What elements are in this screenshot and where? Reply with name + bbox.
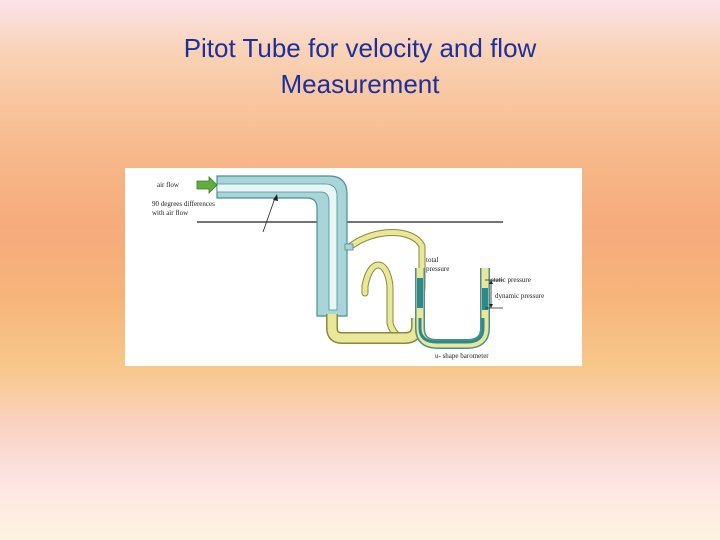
label-total-line-1: total bbox=[426, 256, 438, 264]
static-port bbox=[344, 243, 354, 251]
u-barometer bbox=[415, 268, 490, 349]
pointer-line bbox=[262, 197, 276, 233]
label-barometer: u- shape barometer bbox=[435, 352, 489, 360]
air-flow-arrow-icon bbox=[196, 176, 218, 194]
dimension-arrow-up bbox=[489, 280, 493, 284]
fluid-bottom bbox=[418, 318, 485, 344]
pointer-arrowhead bbox=[273, 194, 278, 201]
lower-hose-inner bbox=[327, 314, 422, 343]
pitot-tube-diagram: air flow 90 degrees differences with air… bbox=[125, 168, 582, 366]
label-air-flow: air flow bbox=[157, 181, 180, 189]
u-barometer-inner bbox=[416, 268, 489, 348]
label-degrees-line-2: with air flow bbox=[152, 209, 189, 217]
label-dynamic-pressure: dynamic pressure bbox=[495, 292, 544, 300]
label-static-pressure: static pressure bbox=[491, 276, 531, 284]
fluid-left-column bbox=[417, 278, 423, 308]
title-line-1: Pitot Tube for velocity and flow bbox=[183, 33, 537, 63]
fluid-right-column bbox=[482, 288, 488, 310]
diagram-canvas: air flow 90 degrees differences with air… bbox=[152, 175, 544, 360]
label-total-line-2: pressure bbox=[426, 265, 449, 273]
label-degrees-line-1: 90 degrees differences bbox=[152, 200, 215, 208]
pitot-tube-bore bbox=[216, 183, 338, 311]
slide-title: Pitot Tube for velocity and flow Measure… bbox=[0, 30, 720, 102]
title-line-2: Measurement bbox=[280, 69, 440, 99]
pitot-tube-outer bbox=[216, 175, 348, 317]
dimension-arrow-down bbox=[489, 304, 493, 308]
